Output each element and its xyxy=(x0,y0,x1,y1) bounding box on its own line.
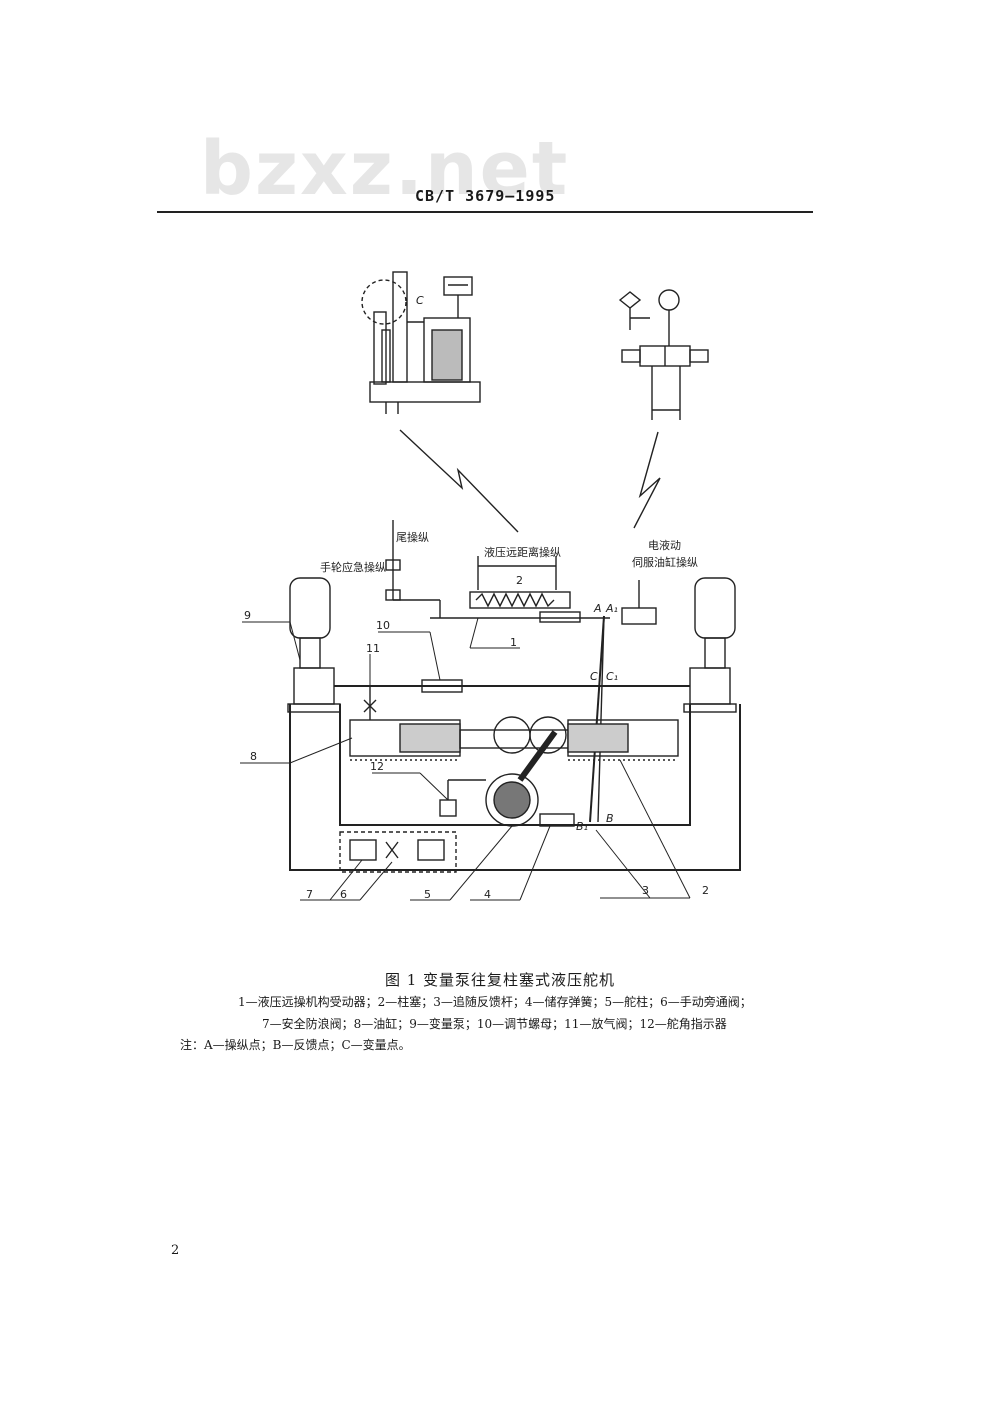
legend-line-2: 7—安全防浪阀；8—油缸；9—变量泵；10—调节螺母；11—放气阀；12—舵角指… xyxy=(262,1017,727,1031)
header-rule xyxy=(157,211,813,213)
label-point-c1: C₁ xyxy=(606,670,618,683)
label-n5: 5 xyxy=(424,888,431,901)
label-n4: 4 xyxy=(484,888,491,901)
label-point-a1: A₁ xyxy=(605,602,618,615)
bridge-control-unit xyxy=(361,271,481,414)
watermark-text: bzxz.net xyxy=(200,126,570,212)
electro-hydraulic-unit xyxy=(618,289,709,420)
figure-note: 注：A—操纵点；B—反馈点；C—变量点。 xyxy=(180,1038,411,1052)
label-point-c: C xyxy=(590,670,598,683)
rudder-stock xyxy=(485,730,558,827)
label-n12: 12 xyxy=(370,760,384,773)
adjusting-nut xyxy=(421,679,463,693)
label-point-b: B xyxy=(606,812,614,825)
storage-spring xyxy=(539,813,575,827)
label-n1: 1 xyxy=(510,636,517,649)
control-linkage xyxy=(385,520,657,625)
label-n6: 6 xyxy=(340,888,347,901)
label-point-b1: B₁ xyxy=(576,820,588,833)
label-handwheel: 手轮应急操纵 xyxy=(320,560,386,574)
page-number: 2 xyxy=(171,1243,180,1258)
label-tail-control: 尾操纵 xyxy=(396,530,429,544)
label-electro-hydraulic-2: 伺服油缸操纵 xyxy=(632,555,698,569)
label-electro-hydraulic-1: 电液动 xyxy=(648,538,681,552)
label-n3: 3 xyxy=(642,884,649,897)
valve-block xyxy=(339,831,457,873)
label-point-c-top: C xyxy=(416,294,424,307)
hydraulic-piping xyxy=(289,685,741,871)
feedback-rod xyxy=(589,615,605,823)
figure-caption: 图 1 变量泵往复柱塞式液压舵机 xyxy=(384,971,616,989)
ram-assembly xyxy=(349,716,679,761)
label-point-a: A xyxy=(593,602,602,615)
label-hydraulic-remote: 液压远距离操纵 xyxy=(484,545,561,559)
signal-link-left xyxy=(399,429,519,533)
label-n7: 7 xyxy=(306,888,313,901)
label-n2: 2 xyxy=(702,884,709,897)
label-n9: 9 xyxy=(244,609,251,622)
figure-labels: 尾操纵 手轮应急操纵 液压远距离操纵 电液动 伺服油缸操纵 C A A₁ C C… xyxy=(244,294,709,901)
label-n11: 11 xyxy=(366,642,380,655)
label-n10: 10 xyxy=(376,619,390,632)
label-n8: 8 xyxy=(250,750,257,763)
legend-line-1: 1—液压远操机构受动器；2—柱塞；3—追随反馈杆；4—储存弹簧；5—舵柱；6—手… xyxy=(238,995,752,1009)
rudder-angle-indicator xyxy=(439,799,457,817)
variable-pump-right xyxy=(683,577,737,713)
label-n2-top: 2 xyxy=(516,574,523,587)
signal-link-right xyxy=(633,431,661,529)
leader-lines xyxy=(240,617,691,901)
standard-code: CB/T 3679—1995 xyxy=(415,187,556,205)
